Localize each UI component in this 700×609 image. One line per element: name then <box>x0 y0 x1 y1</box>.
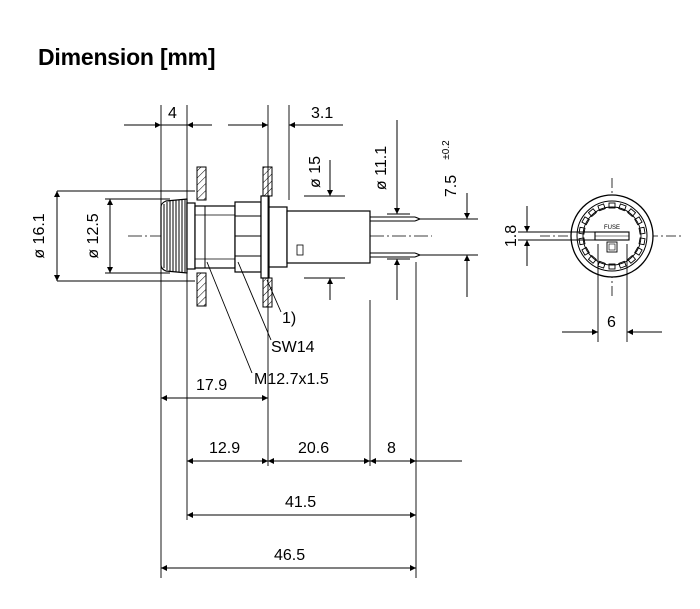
wrench-size-label: SW14 <box>271 339 315 356</box>
note-1-label: 1) <box>282 310 296 327</box>
dim-17-9-label: 17.9 <box>196 377 227 394</box>
dim-1-8-label: 1.8 <box>503 225 520 247</box>
side-view <box>128 166 432 308</box>
dim-8-label: 8 <box>387 440 396 457</box>
rear-body <box>268 206 371 268</box>
front-view-labels: 1.8 6 <box>503 225 616 331</box>
front-dimension-lines <box>524 206 662 335</box>
solder-pins <box>370 216 421 258</box>
side-view-labels: 4 3.1 ø 16.1 ø 12.5 ø 15 ø 11.1 7.5 ±0.2… <box>31 105 460 564</box>
front-view: FUSE <box>540 178 684 298</box>
dim-4-label: 4 <box>168 105 177 122</box>
front-teeth <box>578 202 646 270</box>
thread-section <box>194 205 236 269</box>
front-panel <box>196 166 207 307</box>
dim-11-1-label: ø 11.1 <box>373 146 390 190</box>
dim-41-5-label: 41.5 <box>285 494 316 511</box>
dim-3-1-label: 3.1 <box>311 105 333 122</box>
extension-lines <box>57 105 478 578</box>
front-fuse-marking: FUSE <box>604 225 620 231</box>
dim-12-9-label: 12.9 <box>209 440 240 457</box>
knurled-cap <box>160 198 188 274</box>
thread-spec-label: M12.7x1.5 <box>254 371 329 388</box>
front-fuse-symbol <box>606 241 618 253</box>
dim-20-6-label: 20.6 <box>298 440 329 457</box>
dim-7-5-label: 7.5 <box>443 175 460 197</box>
dim-12-5-label: ø 12.5 <box>85 213 102 258</box>
dim-46-5-label: 46.5 <box>274 547 305 564</box>
dim-6-label: 6 <box>607 314 616 331</box>
front-flange <box>186 202 196 270</box>
dim-16-1-label: ø 16.1 <box>31 213 48 258</box>
dim-7-5-tolerance: ±0.2 <box>441 140 452 160</box>
leader-lines <box>206 261 282 374</box>
hex-nut <box>234 201 262 273</box>
page-title: Dimension [mm] <box>38 44 216 70</box>
dim-15-label: ø 15 <box>307 156 324 188</box>
front-extension-lines <box>518 231 628 342</box>
front-inner-ring <box>576 200 648 272</box>
dimension-lines <box>54 120 470 571</box>
